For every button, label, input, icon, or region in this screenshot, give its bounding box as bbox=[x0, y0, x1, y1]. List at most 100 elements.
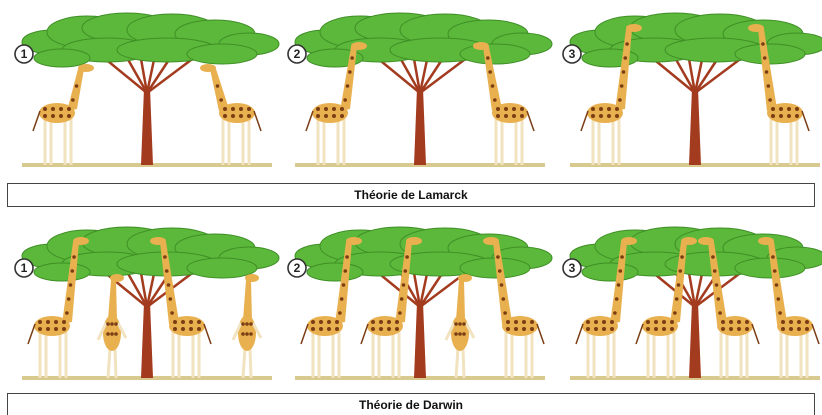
giraffe-spot bbox=[346, 84, 350, 88]
giraffe-tail bbox=[527, 111, 534, 131]
giraffe-spot bbox=[586, 320, 590, 324]
giraffe-spot bbox=[454, 332, 458, 336]
giraffe-spot bbox=[767, 84, 771, 88]
giraffe-tail bbox=[361, 324, 368, 344]
giraffe-spot bbox=[514, 327, 518, 331]
giraffe-spot bbox=[405, 255, 409, 259]
step-number: 1 bbox=[21, 47, 28, 61]
giraffe-spot bbox=[249, 332, 253, 336]
giraffe-spot bbox=[67, 114, 71, 118]
giraffe-spot bbox=[662, 327, 666, 331]
giraffe-neck bbox=[67, 69, 84, 111]
giraffe-spot bbox=[620, 84, 624, 88]
giraffe-spot bbox=[768, 98, 772, 102]
giraffe-spot bbox=[496, 107, 500, 111]
giraffe-spot bbox=[729, 320, 733, 324]
tree-trunk bbox=[414, 302, 426, 378]
giraffe-spot bbox=[662, 320, 666, 324]
giraffe-spot bbox=[622, 70, 626, 74]
giraffe-spot bbox=[197, 327, 201, 331]
giraffe-spot bbox=[173, 320, 177, 324]
giraffe-spot bbox=[779, 107, 783, 111]
acacia-tree bbox=[295, 13, 552, 165]
foliage-clump bbox=[187, 44, 257, 64]
tree-canopy bbox=[295, 227, 552, 281]
giraffe-spot bbox=[245, 332, 249, 336]
giraffe-spot bbox=[599, 107, 603, 111]
giraffe-spot bbox=[594, 320, 598, 324]
giraffe-spot bbox=[773, 269, 777, 273]
giraffe-spot bbox=[771, 114, 775, 118]
giraffe-spot bbox=[763, 56, 767, 60]
giraffe-spot bbox=[311, 320, 315, 324]
foliage-clump bbox=[187, 258, 257, 278]
giraffe-neck bbox=[243, 280, 252, 320]
giraffe-head bbox=[626, 24, 642, 32]
giraffe-tail bbox=[581, 111, 588, 131]
giraffe-spot bbox=[514, 320, 518, 324]
giraffe-spot bbox=[771, 255, 775, 259]
giraffe-spot bbox=[602, 327, 606, 331]
giraffe-spot bbox=[181, 327, 185, 331]
giraffe-spot bbox=[343, 98, 347, 102]
giraffe-spot bbox=[778, 311, 782, 315]
giraffe-spot bbox=[46, 320, 50, 324]
giraffe-spot bbox=[498, 269, 502, 273]
giraffe-spot bbox=[71, 98, 75, 102]
giraffe-spot bbox=[219, 98, 223, 102]
giraffe-spot bbox=[110, 332, 114, 336]
scene-panel: 2 bbox=[288, 13, 552, 167]
giraffe-spot bbox=[343, 269, 347, 273]
lamarck-caption: Théorie de Lamarck bbox=[7, 183, 815, 207]
giraffe-spot bbox=[765, 70, 769, 74]
giraffe bbox=[33, 64, 94, 165]
giraffe-spot bbox=[371, 320, 375, 324]
giraffe-tail bbox=[28, 324, 35, 344]
giraffe-leg bbox=[243, 348, 245, 378]
giraffe-spot bbox=[54, 327, 58, 331]
giraffe-spot bbox=[745, 327, 749, 331]
giraffe-spot bbox=[379, 320, 383, 324]
step-badge: 3 bbox=[563, 45, 581, 63]
giraffe-head bbox=[458, 274, 472, 282]
step-number: 3 bbox=[569, 261, 576, 275]
giraffe-spot bbox=[239, 114, 243, 118]
giraffe-spot bbox=[332, 107, 336, 111]
tree-canopy bbox=[22, 227, 279, 281]
foliage-clump bbox=[460, 44, 530, 64]
giraffe-leg bbox=[463, 348, 464, 378]
giraffe-tail bbox=[636, 324, 643, 344]
giraffe-spot bbox=[512, 114, 516, 118]
giraffe-neck bbox=[108, 280, 117, 320]
giraffe-spot bbox=[181, 320, 185, 324]
giraffe-spot bbox=[654, 327, 658, 331]
giraffe-spot bbox=[502, 297, 506, 301]
giraffe-spot bbox=[797, 320, 801, 324]
scene-panel: 1 bbox=[15, 13, 279, 167]
giraffe-spot bbox=[670, 320, 674, 324]
giraffe-spot bbox=[223, 107, 227, 111]
giraffe-spot bbox=[613, 311, 617, 315]
giraffe bbox=[233, 274, 261, 378]
giraffe-spot bbox=[506, 327, 510, 331]
giraffe-spot bbox=[522, 320, 526, 324]
giraffe-tail bbox=[254, 111, 261, 131]
foliage-clump bbox=[34, 263, 90, 281]
giraffe-spot bbox=[403, 269, 407, 273]
scene-panel: 2 bbox=[288, 227, 552, 380]
giraffe-spot bbox=[398, 311, 402, 315]
giraffe-spot bbox=[781, 327, 785, 331]
giraffe-spot bbox=[486, 56, 490, 60]
giraffe-head bbox=[406, 237, 422, 245]
giraffe-spot bbox=[673, 311, 677, 315]
giraffe-spot bbox=[789, 320, 793, 324]
foliage-clump bbox=[735, 44, 805, 64]
tree-trunk bbox=[141, 88, 153, 165]
giraffe-spot bbox=[781, 320, 785, 324]
giraffe-spot bbox=[462, 322, 466, 326]
giraffe-spot bbox=[458, 322, 462, 326]
giraffe-spot bbox=[319, 320, 323, 324]
giraffe-spot bbox=[43, 114, 47, 118]
giraffe-spot bbox=[745, 320, 749, 324]
giraffe-spot bbox=[775, 283, 779, 287]
